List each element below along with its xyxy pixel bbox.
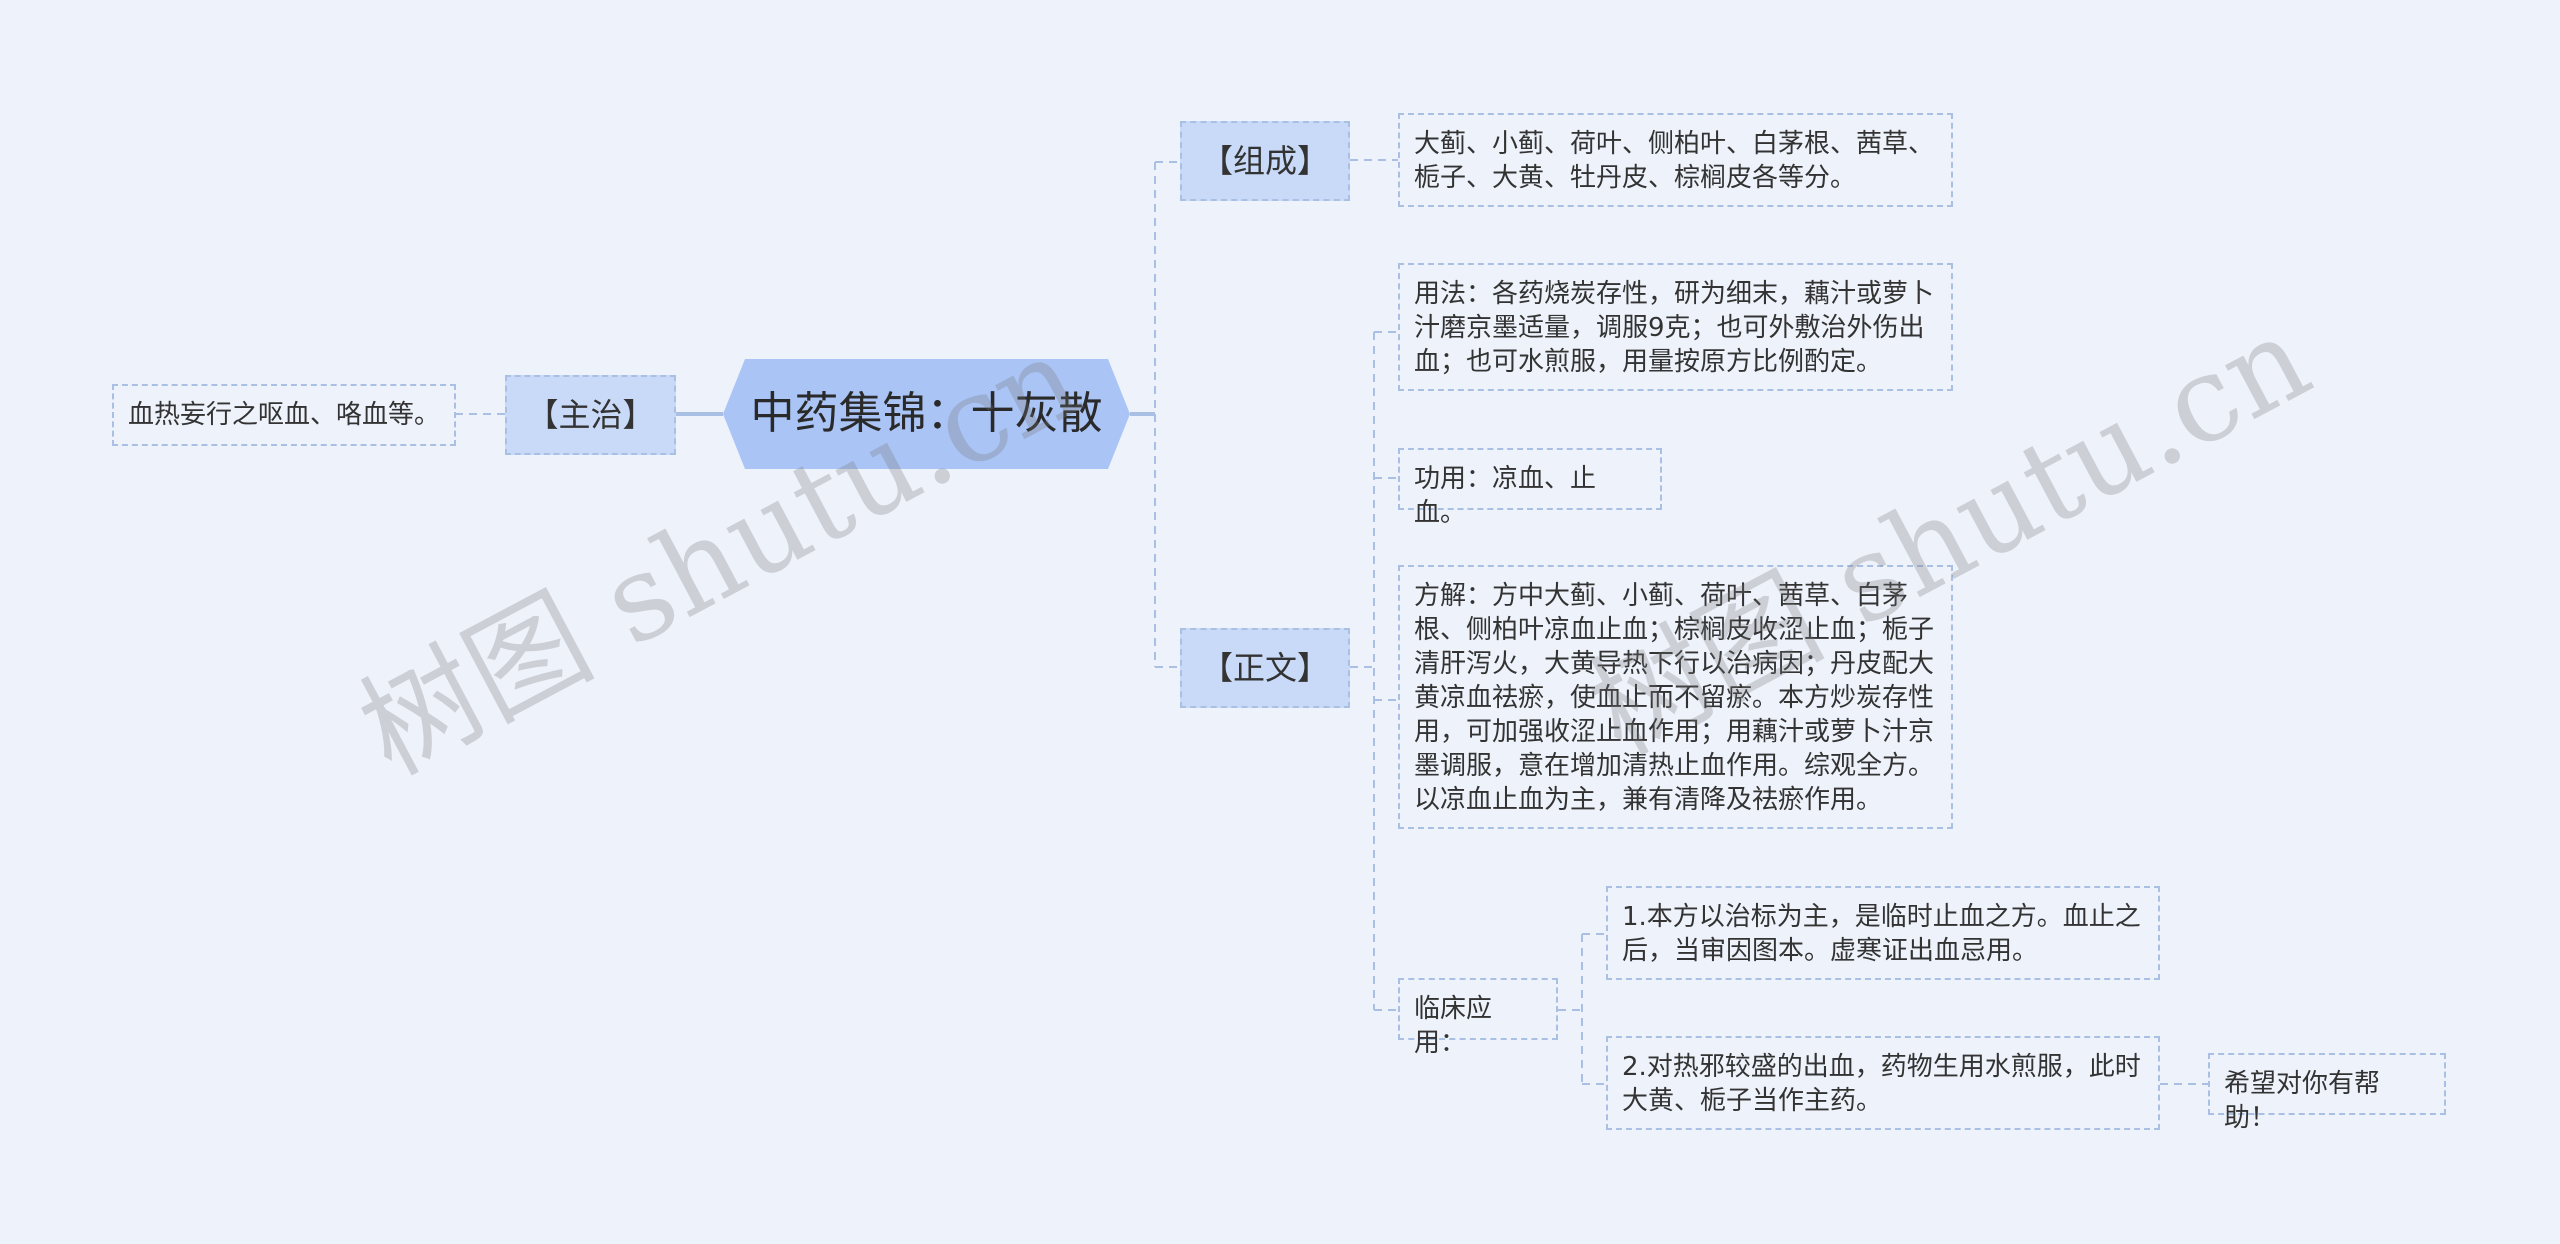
leaf-item2-child[interactable]: 希望对你有帮助！ <box>2208 1053 2446 1133</box>
branch-zhuzhi[interactable]: 【主治】 <box>505 375 676 455</box>
clinical-item2-text: 2.对热邪较盛的出血，药物生用水煎服，此时大黄、栀子当作主药。 <box>1622 1052 2141 1116</box>
branch-zucheng[interactable]: 【组成】 <box>1180 121 1350 201</box>
analysis-text: 方解：方中大蓟、小蓟、荷叶、茜草、白茅根、侧柏叶凉血止血；棕榈皮收涩止血；栀子清… <box>1414 581 1935 815</box>
leaf-clinical-item1[interactable]: 1.本方以治标为主，是临时止血之方。血止之后，当审因图本。虚寒证出血忌用。 <box>1606 886 2160 980</box>
branch-zhuzhi-label: 【主治】 <box>526 396 655 434</box>
clinical-item1-text: 1.本方以治标为主，是临时止血之方。血止之后，当审因图本。虚寒证出血忌用。 <box>1622 902 2141 966</box>
function-text: 功用：凉血、止血。 <box>1414 464 1597 528</box>
clinical-label: 临床应用： <box>1414 994 1493 1058</box>
leaf-zucheng-text[interactable]: 大蓟、小蓟、荷叶、侧柏叶、白茅根、茜草、栀子、大黄、牡丹皮、棕榈皮各等分。 <box>1398 113 1953 207</box>
usage-text: 用法：各药烧炭存性，研为细末，藕汁或萝卜汁磨京墨适量，调服9克；也可外敷治外伤出… <box>1414 279 1935 377</box>
leaf-zhuzhi-text: 血热妄行之呕血、咯血等。 <box>128 400 441 430</box>
branch-zucheng-label: 【组成】 <box>1200 142 1329 180</box>
leaf-analysis[interactable]: 方解：方中大蓟、小蓟、荷叶、茜草、白茅根、侧柏叶凉血止血；棕榈皮收涩止血；栀子清… <box>1398 565 1953 829</box>
branch-zhengwen-label: 【正文】 <box>1200 649 1329 687</box>
root-title: 中药集锦：十灰散 <box>750 388 1103 439</box>
leaf-function[interactable]: 功用：凉血、止血。 <box>1398 448 1662 528</box>
zucheng-text: 大蓟、小蓟、荷叶、侧柏叶、白茅根、茜草、栀子、大黄、牡丹皮、棕榈皮各等分。 <box>1414 129 1935 193</box>
item2-child-text: 希望对你有帮助！ <box>2224 1069 2381 1133</box>
root-topic[interactable]: 中药集锦：十灰散 <box>723 359 1130 469</box>
leaf-clinical[interactable]: 临床应用： <box>1398 978 1558 1058</box>
leaf-usage[interactable]: 用法：各药烧炭存性，研为细末，藕汁或萝卜汁磨京墨适量，调服9克；也可外敷治外伤出… <box>1398 263 1953 391</box>
leaf-clinical-item2[interactable]: 2.对热邪较盛的出血，药物生用水煎服，此时大黄、栀子当作主药。 <box>1606 1036 2160 1130</box>
leaf-zhuzhi[interactable]: 血热妄行之呕血、咯血等。 <box>112 384 456 446</box>
branch-zhengwen[interactable]: 【正文】 <box>1180 628 1350 708</box>
